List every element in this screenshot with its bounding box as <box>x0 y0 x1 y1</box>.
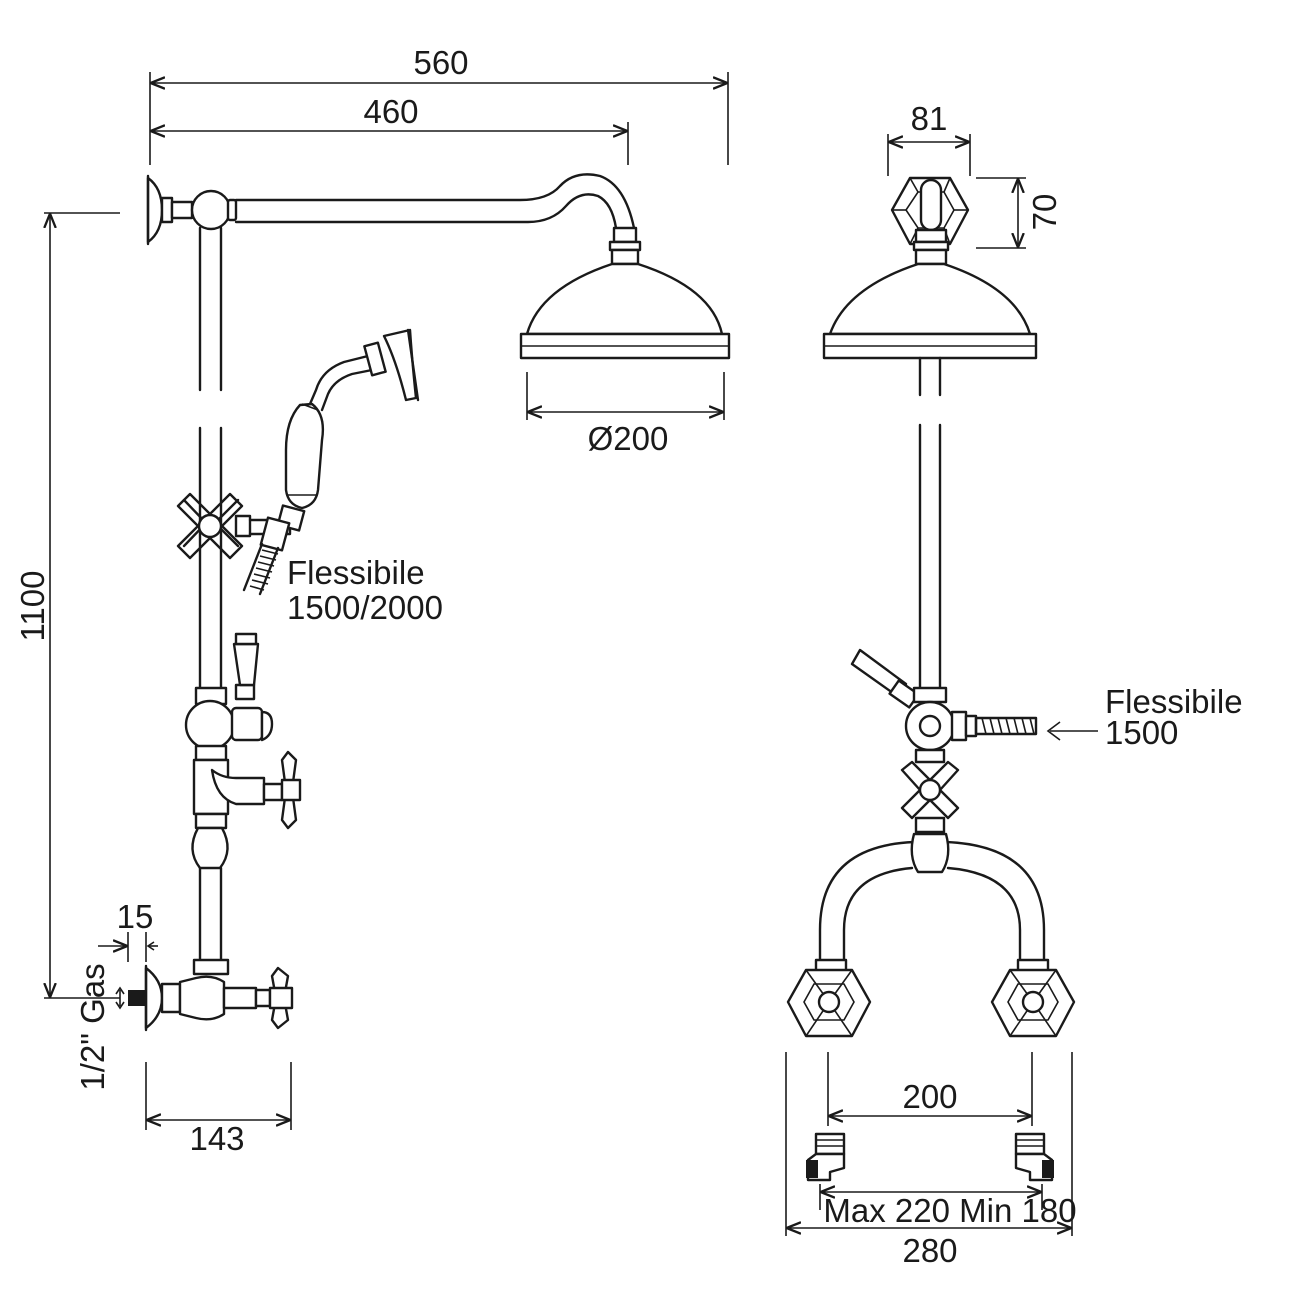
diverter-side <box>184 632 274 762</box>
eccentric-fitting-left <box>806 1132 846 1182</box>
riser-column-front <box>918 356 942 690</box>
dimension-eccentric-label: Max 220 Min 180 <box>823 1192 1076 1229</box>
dimension-70-label: 70 <box>1026 194 1063 231</box>
hose-label-front: Flessibile <box>1105 683 1243 720</box>
riser-column <box>198 226 223 690</box>
side-view: Ø200 <box>74 173 731 1157</box>
eccentric-fitting-right <box>1014 1132 1054 1182</box>
diverter-front <box>850 648 1098 764</box>
wall-flange-top <box>146 174 194 246</box>
hose-length-front: 1500 <box>1105 714 1178 751</box>
hose-side <box>242 542 280 596</box>
slider-cross-handle <box>176 492 292 560</box>
dimension-15: 15 <box>98 898 158 962</box>
dimension-1100-label: 1100 <box>14 571 51 642</box>
overhead-arm <box>190 173 642 266</box>
right-hex-handle <box>990 958 1076 1038</box>
valve-body-side <box>191 750 302 870</box>
dimension-143-label: 143 <box>189 1120 244 1157</box>
dimension-460: 460 <box>152 93 629 165</box>
dimension-70: 70 <box>976 177 1063 249</box>
dimension-280-label: 280 <box>902 1232 957 1269</box>
dimension-eccentric-range: Max 220 Min 180 <box>819 1184 1077 1229</box>
dimension-143: 143 <box>145 1062 292 1157</box>
left-hex-handle <box>786 958 872 1038</box>
hose-label-side: Flessibile <box>287 554 425 591</box>
inlet-thread-label: 1/2" Gas <box>74 963 111 1090</box>
dimension-460-label: 460 <box>363 93 418 130</box>
hose-length-side: 1500/2000 <box>287 589 443 626</box>
dimension-15-label: 15 <box>117 898 154 935</box>
dimension-81: 81 <box>887 100 971 176</box>
dimension-280: 280 <box>785 1052 1073 1269</box>
dimension-diameter-label: Ø200 <box>588 420 669 457</box>
shower-head-front <box>822 262 1038 360</box>
shower-head-side <box>519 262 731 360</box>
dimension-1100: 1100 <box>14 212 120 999</box>
dimension-200-label: 200 <box>902 1078 957 1115</box>
inlet-thread-callout: 1/2" Gas <box>74 963 125 1091</box>
lower-pipe-side <box>192 866 230 976</box>
bridge-arc <box>818 832 1046 964</box>
head-connector-front <box>890 176 970 266</box>
dimension-81-label: 81 <box>911 100 948 137</box>
front-view: 81 70 <box>785 100 1243 1269</box>
wall-mixer-side <box>128 964 294 1032</box>
dimension-200: 200 <box>827 1052 1033 1126</box>
hand-shower <box>259 328 420 552</box>
dimension-560: 560 <box>149 44 729 165</box>
cross-handle-front <box>900 760 960 834</box>
dimension-560-label: 560 <box>413 44 468 81</box>
dimension-head-diameter: Ø200 <box>526 372 725 457</box>
